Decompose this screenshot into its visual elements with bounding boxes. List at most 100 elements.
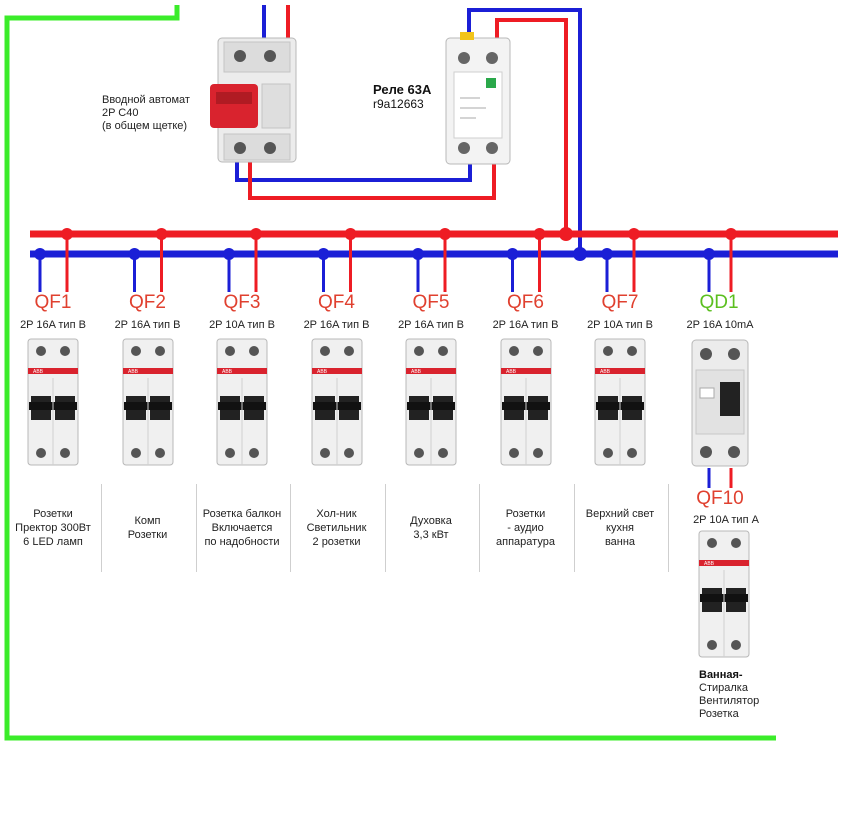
breaker-device: ABB — [594, 338, 646, 466]
sub-breaker-caption-line: Розетка — [699, 708, 739, 720]
device-brand: ABB — [128, 369, 139, 375]
breaker-title: QF5 — [412, 292, 450, 313]
intro-breaker-label: Вводной автомат 2P C40 (в общем щетке) — [102, 94, 190, 133]
caption-divider — [479, 484, 480, 572]
intro-label-line1: Вводной автомат — [102, 94, 190, 106]
rcd-device — [691, 339, 749, 467]
device-brand: ABB — [600, 369, 611, 375]
breaker-caption-line: Верхний свет — [585, 508, 655, 520]
rcd-tap-dot — [703, 248, 715, 260]
phase-tap-dot — [250, 228, 262, 240]
breaker-title: QF3 — [223, 292, 261, 313]
intro-breaker — [210, 37, 297, 163]
breaker-caption-line: по надобности — [204, 536, 280, 548]
breaker-caption-line: Пректор 300Вт — [15, 522, 91, 534]
neutral-tap-dot — [128, 248, 141, 260]
bus-taps — [34, 227, 737, 292]
relay-device — [445, 32, 511, 165]
caption-divider — [195, 484, 197, 572]
sub-breaker-device: ABB — [698, 530, 750, 658]
breaker-device: ABB — [27, 338, 79, 466]
breaker-spec: 2P 10A тип B — [587, 319, 653, 331]
intro-relay-phase — [248, 160, 496, 200]
device-brand: ABB — [317, 369, 328, 375]
breaker-spec: 2P 16A тип B — [20, 319, 86, 331]
rcd-tap-dot — [725, 228, 737, 240]
breaker-caption-line: - аудио — [507, 522, 544, 534]
bus-junction-dot — [573, 247, 587, 261]
intro-relay-neutral — [235, 160, 472, 182]
breaker-caption: Духовка 3,3 кВт — [385, 514, 477, 542]
breaker-caption-line: ванна — [604, 536, 636, 548]
phase-tap-dot — [628, 228, 640, 240]
breaker-spec: 2P 16A тип B — [114, 319, 181, 331]
device-brand: ABB — [411, 369, 422, 375]
sub-breaker-spec: 2P 10A тип A — [693, 514, 759, 526]
sub-breaker-caption-line: Стиралка — [699, 682, 748, 694]
breaker-title: QF2 — [129, 292, 166, 313]
device-brand: ABB — [506, 369, 517, 375]
intro-label-line2: 2P C40 — [102, 107, 139, 119]
phase-tap-dot — [439, 228, 451, 240]
neutral-tap-dot — [601, 248, 613, 260]
caption-divider — [384, 484, 386, 572]
sub-breaker-caption-line: Вентилятор — [699, 695, 760, 707]
caption-divider — [290, 484, 291, 572]
breaker-caption-line: 6 LED ламп — [23, 536, 83, 548]
breaker-spec: 2P 16A тип B — [303, 319, 370, 331]
phase-tap-dot — [61, 228, 73, 240]
breaker-caption-line: Комп — [134, 515, 161, 527]
breaker-caption-line: Розетки — [33, 508, 73, 520]
neutral-tap-dot — [317, 248, 330, 260]
breaker-spec: 2P 16A тип B — [398, 319, 464, 331]
sub-breaker-title: QF10 — [696, 488, 744, 509]
neutral-tap-dot — [506, 248, 519, 260]
breaker-caption-line: Розетка балкон — [202, 508, 282, 520]
device-brand: ABB — [704, 561, 715, 567]
breaker-caption: Верхний свет кухня ванна — [574, 507, 666, 549]
rcd-title: QD1 — [699, 292, 739, 313]
phase-tap-dot — [344, 228, 357, 240]
breaker-title: QF4 — [318, 292, 355, 313]
breaker-device: ABB — [500, 338, 551, 466]
relay-title: Реле 63А — [373, 82, 432, 97]
breaker-caption-line: Включается — [211, 522, 273, 534]
phase-tap-dot — [155, 228, 168, 240]
neutral-tap-dot — [412, 248, 424, 260]
breaker-title: QF6 — [507, 292, 544, 313]
sub-breaker-caption-title: Ванная- — [699, 669, 743, 681]
breaker-caption-line: аппаратура — [496, 536, 555, 548]
relay-phase-out — [495, 18, 568, 234]
breaker-caption-line: 2 розетки — [312, 536, 361, 548]
breaker-caption-line: 3,3 кВт — [413, 529, 449, 541]
phase-tap-dot — [533, 228, 546, 240]
intro-label-line3: (в общем щетке) — [102, 120, 188, 132]
relay-neutral-out — [467, 8, 582, 254]
breaker-spec: 2P 10A тип B — [209, 319, 275, 331]
breaker-caption-line: Розетки — [127, 529, 168, 541]
rcd-spec: 2P 16A 10mA — [686, 319, 754, 331]
caption-divider — [101, 484, 102, 572]
breaker-caption-line: Розетки — [505, 508, 546, 520]
breaker-caption-line: Хол-ник — [316, 508, 357, 520]
sub-breaker-caption: Ванная- Стиралка Вентилятор Розетка — [699, 669, 759, 721]
neutral-tap-dot — [223, 248, 235, 260]
device-brand: ABB — [222, 369, 233, 375]
bus-junction-dot — [559, 227, 573, 241]
breaker-device: ABB — [216, 338, 268, 466]
breaker-device: ABB — [122, 338, 173, 466]
breaker-caption-line: Духовка — [410, 515, 452, 527]
caption-divider — [668, 484, 669, 572]
breaker-caption: Розетки - аудио аппаратура — [480, 507, 572, 549]
breaker-title: QF7 — [601, 292, 639, 313]
caption-divider — [573, 484, 575, 572]
ground-wire — [4, 5, 776, 741]
breaker-caption-line: кухня — [606, 522, 634, 534]
breaker-spec: 2P 16A тип B — [492, 319, 559, 331]
relay-label: Реле 63А r9a12663 — [373, 82, 431, 111]
